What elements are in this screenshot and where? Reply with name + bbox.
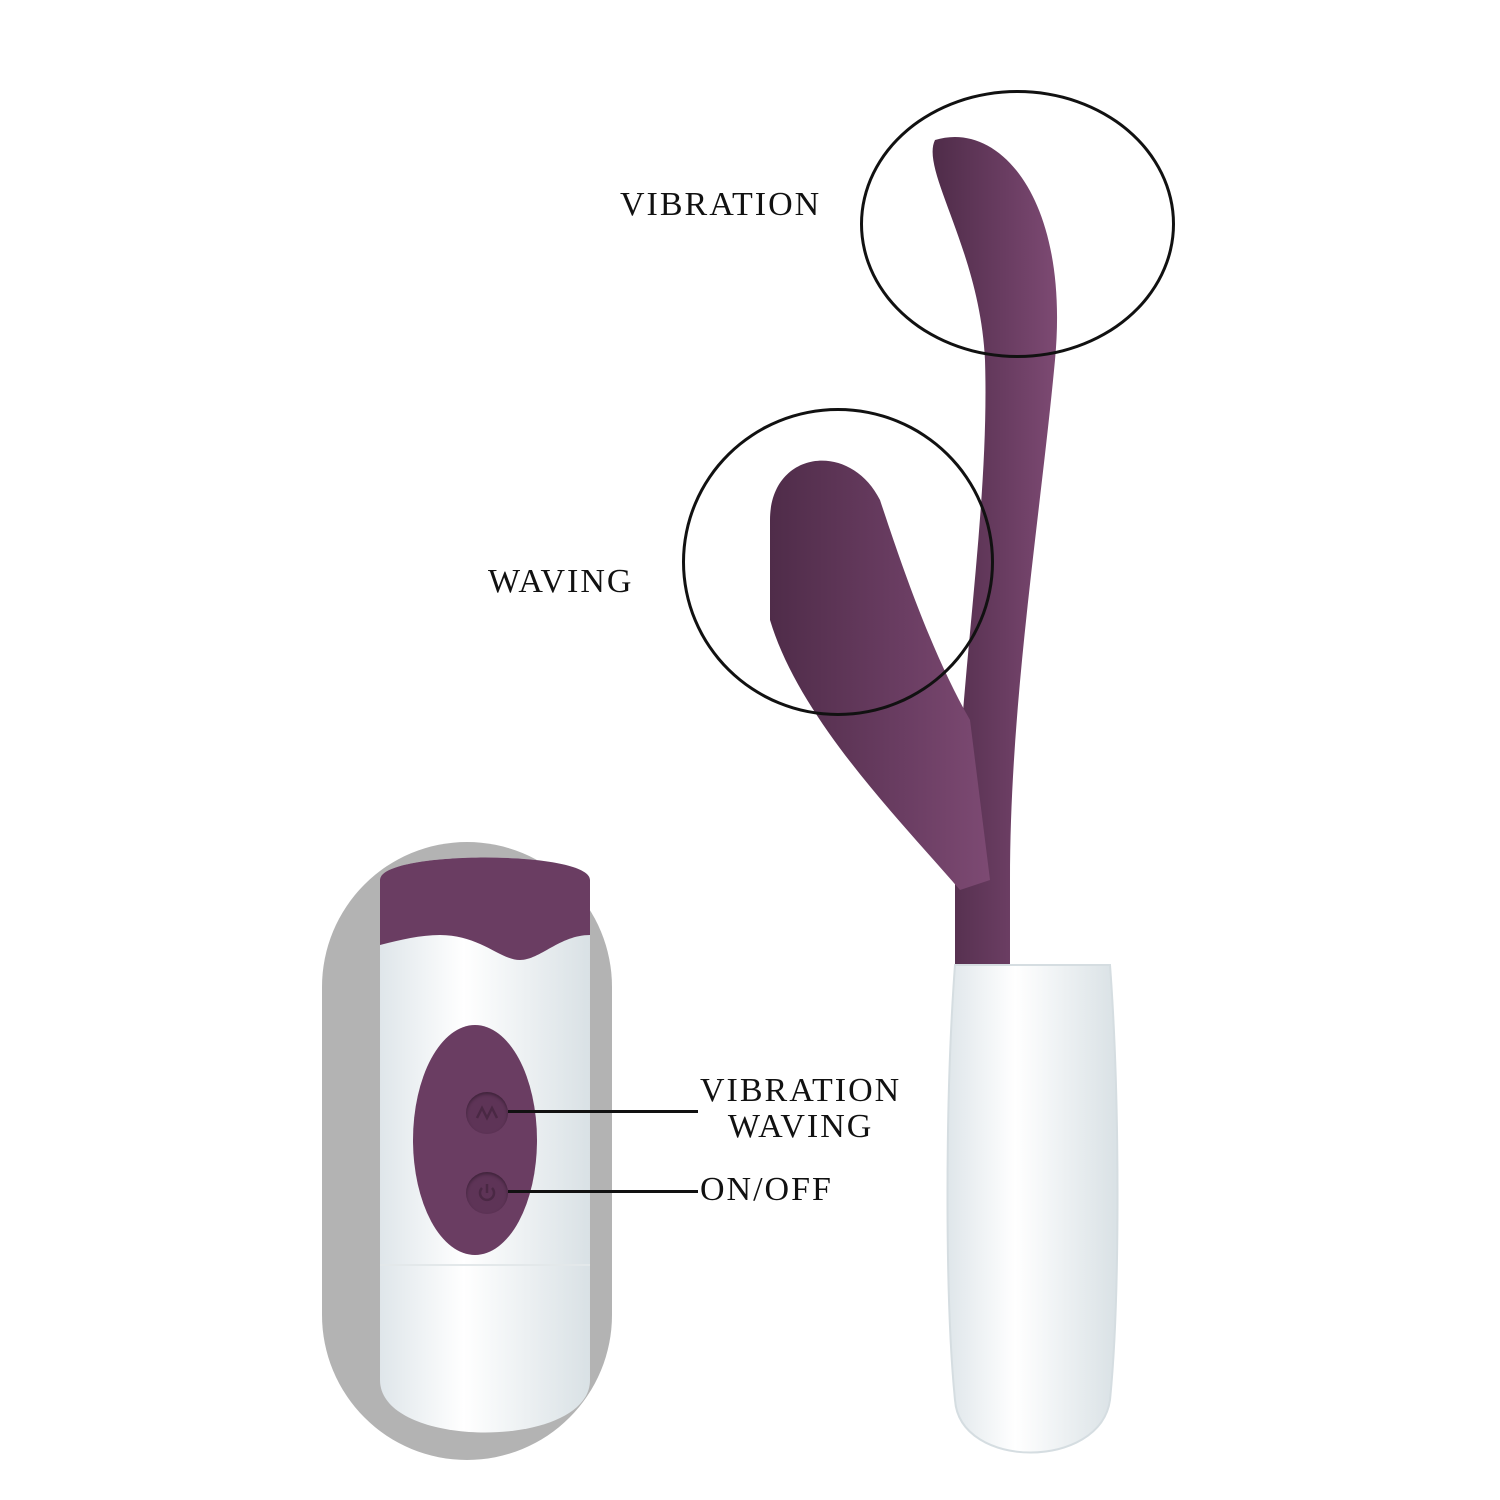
label-power-button: ON/OFF xyxy=(700,1171,833,1208)
label-mode-line2: WAVING xyxy=(727,1107,874,1145)
remote-button-panel xyxy=(413,1025,537,1255)
power-icon xyxy=(478,1184,496,1202)
leader-line-mode xyxy=(508,1110,698,1113)
device-handle xyxy=(946,964,1119,1454)
callout-circle-tip xyxy=(860,90,1175,358)
vibration-wave-icon xyxy=(475,1105,499,1121)
callout-circle-arm xyxy=(682,408,994,716)
leader-line-power xyxy=(508,1190,698,1193)
label-vibration: VIBRATION xyxy=(620,186,822,223)
power-button[interactable] xyxy=(466,1172,508,1214)
label-mode-line1: VIBRATION xyxy=(700,1072,902,1109)
label-mode-button: VIBRATION WAVING xyxy=(700,1073,901,1144)
remote-body xyxy=(380,857,590,1433)
label-waving: WAVING xyxy=(488,563,634,600)
mode-button[interactable] xyxy=(466,1092,508,1134)
